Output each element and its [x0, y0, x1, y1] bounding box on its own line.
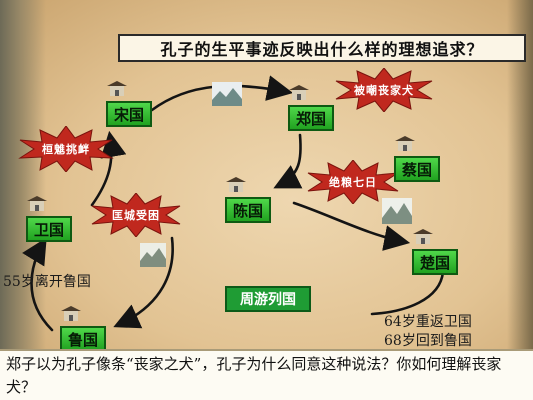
- state-cai-label: 蔡国: [394, 156, 440, 182]
- question-box: 郑子以为孔子像条“丧家之犬”，孔子为什么同意这种说法？你如何理解丧家犬？: [0, 349, 533, 400]
- event-burst-kuang-cheng: 匡城受困: [90, 192, 182, 238]
- note-return-lu: 68岁回到鲁国: [384, 333, 472, 349]
- route-wei-to-song: [90, 130, 127, 207]
- state-zheng: 郑国: [288, 84, 334, 131]
- route-lu-to-wei: [22, 237, 54, 332]
- castle-icon: [395, 136, 415, 151]
- event-pi-chao: 被嘲丧家犬: [354, 84, 414, 97]
- castle-icon: [289, 85, 309, 100]
- event-huan-tui: 桓魋挑衅: [42, 143, 90, 156]
- state-lu: 鲁国: [60, 305, 106, 352]
- note-return-wei: 64岁重返卫国: [384, 314, 472, 330]
- event-burst-pi-chao: 被嘲丧家犬: [334, 67, 434, 113]
- landscape-scene-1: [212, 82, 242, 106]
- state-chu: 楚国: [412, 228, 458, 275]
- state-song: 宋国: [106, 80, 152, 127]
- event-burst-huan-tui: 桓魋挑衅: [18, 125, 114, 173]
- state-chen-label: 陈国: [225, 197, 271, 223]
- event-kuang-cheng: 匡城受困: [112, 209, 160, 222]
- castle-icon: [413, 229, 433, 244]
- state-zheng-label: 郑国: [288, 105, 334, 131]
- right-edge-shading: [507, 0, 533, 400]
- route-chen-to-chu: [292, 201, 411, 251]
- state-wei: 卫国: [26, 195, 72, 242]
- center-label: 周游列国: [225, 286, 311, 312]
- route-zheng-to-chen: [273, 133, 303, 189]
- state-chu-label: 楚国: [412, 249, 458, 275]
- state-lu-label: 鲁国: [60, 326, 106, 352]
- state-song-label: 宋国: [106, 101, 152, 127]
- note-leave-lu: 55岁离开鲁国: [3, 274, 91, 290]
- event-burst-jue-liang: 绝粮七日: [306, 159, 400, 205]
- castle-icon: [107, 81, 127, 96]
- event-jue-liang: 绝粮七日: [329, 176, 377, 189]
- state-cai: 蔡国: [394, 135, 440, 182]
- page-title: 孔子的生平事迹反映出什么样的理想追求？: [118, 34, 526, 62]
- castle-icon: [27, 196, 47, 211]
- castle-icon: [226, 177, 246, 192]
- state-wei-label: 卫国: [26, 216, 72, 242]
- state-chen: 陈国: [225, 176, 271, 223]
- castle-icon: [61, 306, 81, 321]
- route-kuang-to-lu: [113, 236, 174, 329]
- landscape-scene-2: [382, 198, 412, 224]
- route-chu-to-lu: [370, 270, 445, 316]
- landscape-scene-3: [140, 243, 166, 267]
